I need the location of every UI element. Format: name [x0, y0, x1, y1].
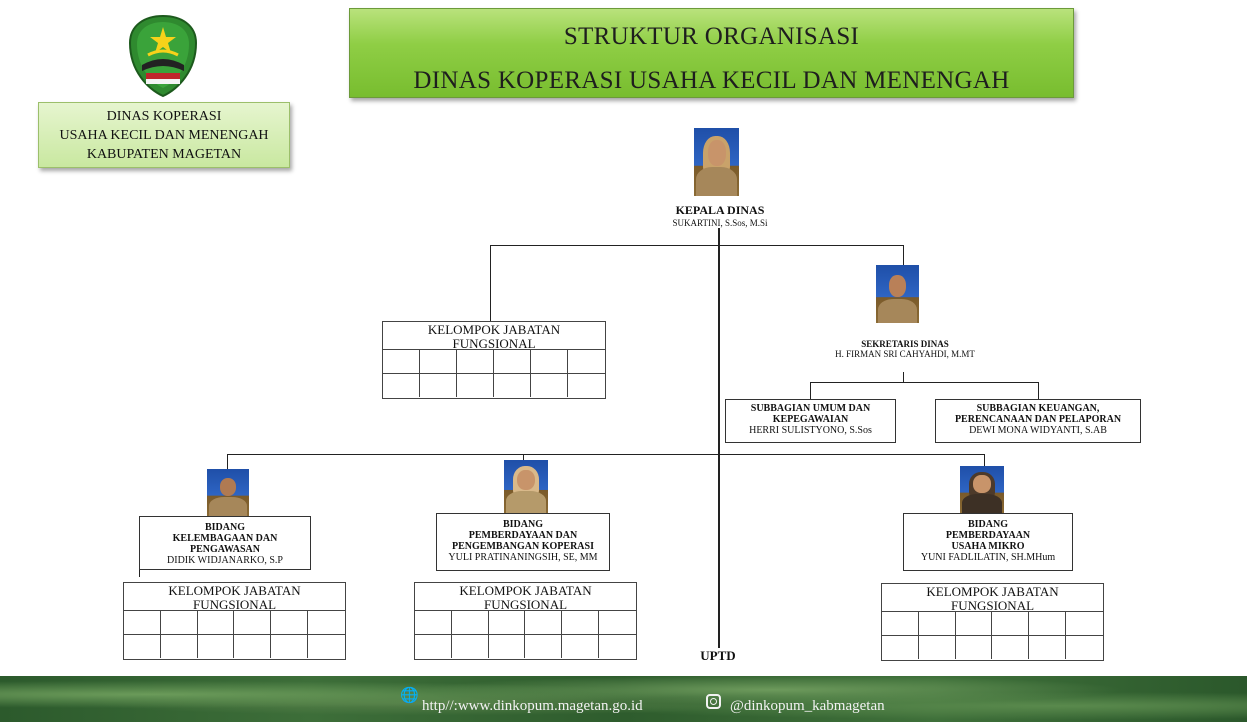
title-line-1: STRUKTUR ORGANISASI: [563, 23, 860, 50]
bidang-kelembagaan-line-3: PENGAWASAN: [189, 544, 260, 555]
connector-bidang-1: [227, 454, 228, 469]
fungsional-line-1: KELOMPOK JABATAN: [168, 583, 301, 598]
connector-bidang-2: [523, 454, 524, 460]
connector-main-vertical: [718, 228, 720, 648]
bidang-kelembagaan-line-1: BIDANG: [204, 522, 245, 533]
bidang-koperasi-line-1: BIDANG: [502, 519, 543, 530]
fungsional-line-1: KELOMPOK JABATAN: [926, 584, 1059, 599]
subbagian-keuangan-name: DEWI MONA WIDYANTI, S.AB: [969, 425, 1107, 436]
connector-bidang-horizontal: [227, 454, 984, 455]
footer-banner: 🌐 http//:www.dinkopum.magetan.go.id @din…: [0, 676, 1247, 722]
bidang-koperasi-line-3: PENGEMBANGAN KOPERASI: [452, 541, 594, 552]
sekretaris-name: H. FIRMAN SRI CAHYAHDI, M.MT: [835, 349, 975, 359]
fungsional-line-2: FUNGSIONAL: [483, 597, 568, 612]
uptd-label: UPTD: [700, 648, 736, 663]
fungsional-line-1: KELOMPOK JABATAN: [427, 322, 561, 337]
connector-sekretaris-down: [903, 372, 904, 383]
bidang-usaha-mikro-box: BIDANG PEMBERDAYAAN USAHA MIKRO YUNI FAD…: [903, 513, 1073, 571]
connector-subbagian-umum: [810, 382, 811, 399]
bidang-koperasi-photo: [504, 460, 548, 514]
sekretaris-label: SEKRETARIS DINAS H. FIRMAN SRI CAHYAHDI,…: [790, 339, 1020, 359]
website-link[interactable]: http//:www.dinkopum.magetan.go.id: [422, 698, 643, 714]
subbagian-umum-line-1: SUBBAGIAN UMUM DAN: [750, 403, 871, 414]
bidang-kelembagaan-name: DIDIK WIDJANARKO, S.P: [167, 555, 283, 566]
bidang-koperasi-line-2: PEMBERDAYAAN DAN: [468, 530, 578, 541]
connector-bidang-1-stub: [139, 563, 140, 577]
bidang-usaha-mikro-photo: [960, 466, 1004, 514]
subbagian-keuangan-line-1: SUBBAGIAN KEUANGAN,: [976, 403, 1100, 414]
kepala-dinas-title: KEPALA DINAS: [675, 203, 765, 217]
bidang-kelembagaan-box: BIDANG KELEMBAGAAN DAN PENGAWASAN DIDIK …: [139, 516, 311, 570]
bidang-kelembagaan-line-2: KELEMBAGAAN DAN: [172, 533, 278, 544]
instagram-icon: [706, 694, 721, 709]
title-line-2: DINAS KOPERASI USAHA KECIL DAN MENENGAH: [413, 67, 1010, 94]
agency-line-1: DINAS KOPERASI: [106, 109, 222, 124]
kepala-dinas-photo: [694, 128, 739, 196]
kepala-dinas-label: KEPALA DINAS SUKARTINI, S.Sos, M.Si: [620, 203, 820, 228]
bidang-usaha-mikro-line-1: BIDANG: [967, 519, 1008, 530]
title-banner: STRUKTUR ORGANISASI DINAS KOPERASI USAHA…: [349, 8, 1074, 98]
connector-sekretaris-drop: [903, 245, 904, 265]
fungsional-line-2: FUNGSIONAL: [452, 336, 536, 351]
fungsional-line-1: KELOMPOK JABATAN: [459, 583, 592, 598]
fungsional-line-2: FUNGSIONAL: [950, 598, 1035, 613]
sekretaris-title: SEKRETARIS DINAS: [861, 339, 949, 349]
subbagian-umum-name: HERRI SULISTYONO, S.Sos: [749, 425, 872, 436]
agency-line-3: KABUPATEN MAGETAN: [86, 147, 242, 162]
agency-name-box: DINAS KOPERASI USAHA KECIL DAN MENENGAH …: [38, 102, 290, 168]
subbagian-keuangan-box: SUBBAGIAN KEUANGAN, PERENCANAAN DAN PELA…: [935, 399, 1141, 443]
bidang-usaha-mikro-name: YUNI FADLILATIN, SH.MHum: [920, 552, 1056, 563]
bidang-koperasi-box: BIDANG PEMBERDAYAAN DAN PENGEMBANGAN KOP…: [436, 513, 610, 571]
subbagian-keuangan-line-2: PERENCANAAN DAN PELAPORAN: [954, 414, 1122, 425]
bidang-usaha-mikro-line-2: PEMBERDAYAAN: [945, 530, 1031, 541]
connector-bidang-3: [984, 454, 985, 466]
bidang-usaha-mikro-line-3: USAHA MIKRO: [951, 541, 1025, 552]
subbagian-umum-box: SUBBAGIAN UMUM DAN KEPEGAWAIAN HERRI SUL…: [725, 399, 896, 443]
bidang-koperasi-name: YULI PRATINANINGSIH, SE, MM: [448, 552, 598, 563]
agency-line-2: USAHA KECIL DAN MENENGAH: [59, 128, 269, 143]
connector-fungsional-drop: [490, 245, 491, 321]
globe-icon: 🌐: [400, 688, 419, 704]
instagram-handle[interactable]: @dinkopum_kabmagetan: [730, 698, 885, 714]
subbagian-umum-line-2: KEPEGAWAIAN: [772, 414, 849, 425]
sekretaris-photo: [876, 265, 919, 323]
bidang-kelembagaan-photo: [207, 469, 249, 517]
connector-subbagian-keuangan: [1038, 382, 1039, 399]
coat-of-arms-logo: [126, 13, 200, 99]
kepala-dinas-name: SUKARTINI, S.Sos, M.Si: [672, 218, 768, 228]
fungsional-line-2: FUNGSIONAL: [192, 597, 277, 612]
connector-top-horizontal: [490, 245, 904, 246]
connector-subbagian-horizontal: [810, 382, 1038, 383]
